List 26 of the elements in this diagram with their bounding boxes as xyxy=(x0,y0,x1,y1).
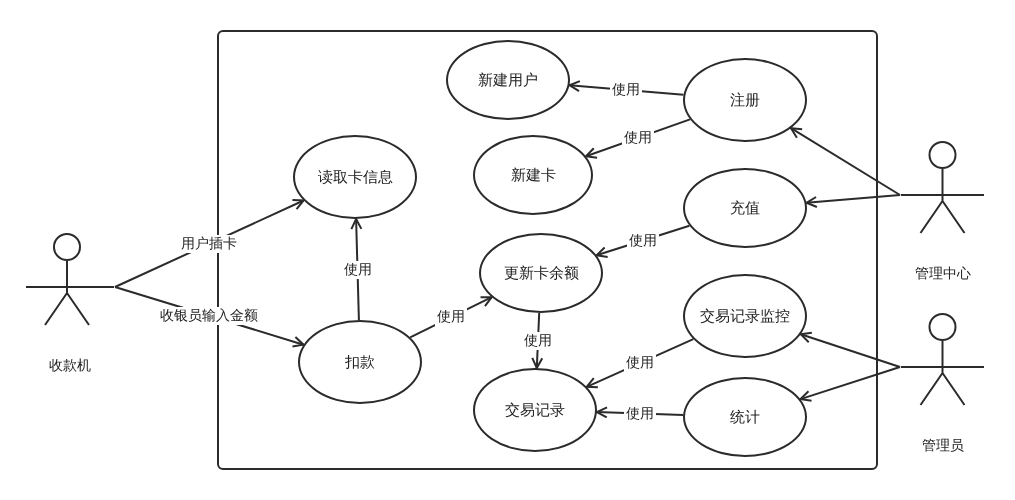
arrow xyxy=(805,194,901,208)
actor-label: 收款机 xyxy=(48,357,92,375)
use-case-ellipse: 新建卡 xyxy=(473,135,593,215)
use-case-ellipse: 新建用户 xyxy=(446,40,570,120)
use-case-ellipse: 更新卡余额 xyxy=(479,233,603,313)
edge-label: 使用 xyxy=(622,128,654,147)
edge-label: 使用 xyxy=(434,308,467,327)
edge-label: 使用 xyxy=(610,81,643,99)
use-case-ellipse: 读取卡信息 xyxy=(293,135,417,219)
edge-label: 收银员输入金额 xyxy=(158,306,261,325)
use-case-ellipse: 扣款 xyxy=(298,320,422,404)
arrow xyxy=(799,331,901,368)
use-case-ellipse: 统计 xyxy=(683,377,807,457)
use-case-ellipse: 交易记录 xyxy=(473,368,597,452)
use-case-ellipse: 注册 xyxy=(683,58,807,142)
arrow xyxy=(799,366,901,402)
edge-label: 使用 xyxy=(341,260,374,279)
use-case-ellipse: 充值 xyxy=(683,168,807,248)
arrow xyxy=(790,127,901,196)
use-case-ellipse: 交易记录监控 xyxy=(683,274,807,358)
edge-label: 用户插卡 xyxy=(179,234,240,253)
edge-label: 使用 xyxy=(624,354,656,372)
actor-label: 管理中心 xyxy=(913,265,972,283)
edge-label: 使用 xyxy=(624,404,656,423)
edge-label: 使用 xyxy=(627,231,659,250)
actor-label: 管理员 xyxy=(920,437,965,455)
